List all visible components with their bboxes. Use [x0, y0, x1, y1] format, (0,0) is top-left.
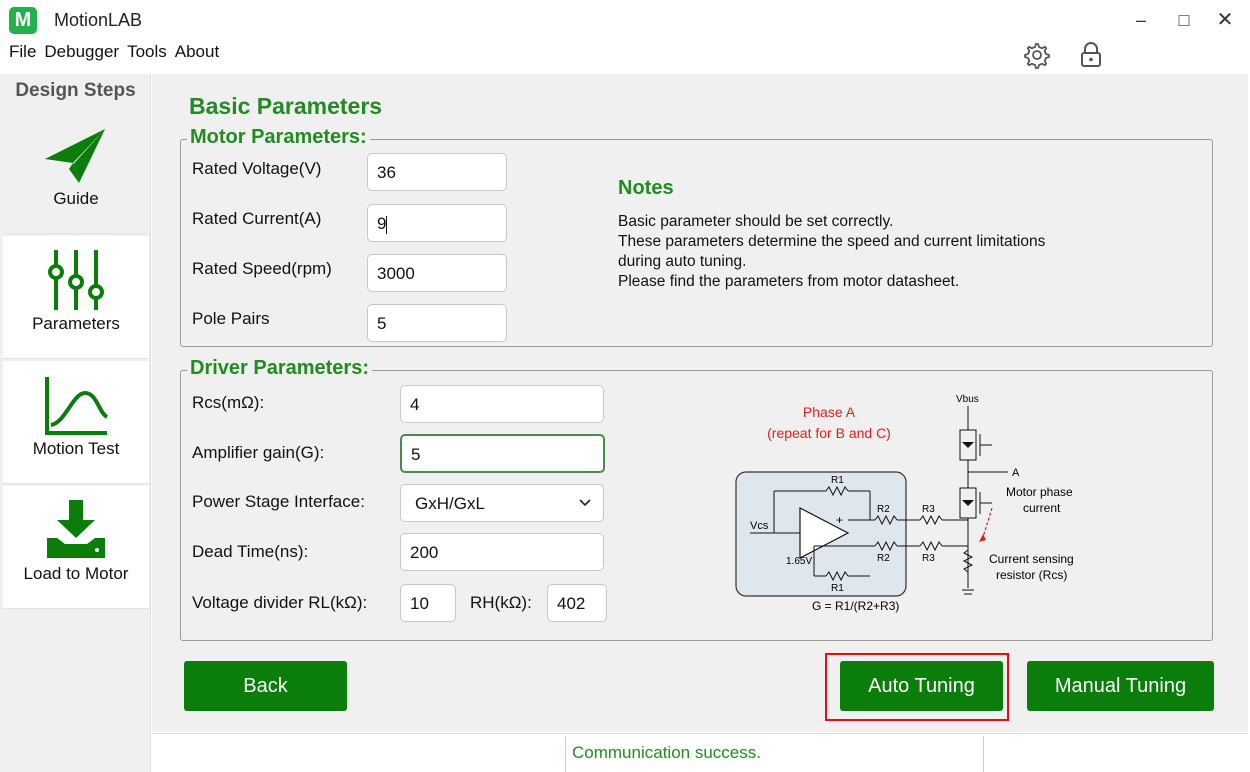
curve-chart-icon: [45, 377, 109, 435]
rated-voltage-label: Rated Voltage(V): [192, 159, 322, 178]
motor-parameters-legend: Motor Parameters:: [187, 126, 370, 149]
maximize-button[interactable]: □: [1178, 10, 1190, 30]
status-divider: [565, 736, 566, 772]
main-panel: [152, 74, 1248, 732]
rated-current-input[interactable]: 9: [367, 204, 507, 242]
status-bar: [152, 733, 1248, 772]
rated-current-label: Rated Current(A): [192, 209, 322, 228]
current-sense-circuit-diagram: Phase A (repeat for B and C) + − Vcs 1.6…: [735, 394, 1074, 613]
sidebar-item-label: Parameters: [32, 314, 120, 333]
rcs-input[interactable]: 4: [400, 385, 604, 423]
gear-icon[interactable]: [1021, 40, 1051, 70]
paper-plane-icon: [45, 129, 105, 183]
notes-title: Notes: [618, 177, 674, 199]
r1-label: R1: [831, 583, 844, 594]
pole-pairs-label: Pole Pairs: [192, 309, 270, 328]
driver-parameters-legend: Driver Parameters:: [187, 357, 372, 380]
pole-pairs-input[interactable]: 5: [367, 304, 507, 342]
text-caret: [386, 215, 388, 234]
r3-label: R3: [922, 553, 935, 564]
motor-parameters-group: [180, 139, 1213, 347]
amplifier-gain-input[interactable]: 5: [400, 434, 605, 473]
status-message: Communication success.: [572, 743, 761, 762]
dead-time-label: Dead Time(ns):: [192, 542, 309, 561]
rh-input[interactable]: 402: [547, 584, 607, 622]
v165-label: 1.65V: [786, 556, 812, 567]
r3-label: R3: [922, 504, 935, 515]
sidebar: Design Steps Guide Parameters: [0, 74, 151, 772]
dead-time-input[interactable]: 200: [400, 533, 604, 571]
menu-tools[interactable]: Tools: [127, 42, 167, 61]
voltage-divider-label: Voltage divider RL(kΩ):: [192, 593, 368, 612]
vbus-label: Vbus: [956, 394, 979, 405]
notes-line: Basic parameter should be set correctly.: [618, 213, 894, 230]
sliders-icon: [48, 250, 104, 310]
sidebar-item-motion-test[interactable]: Motion Test: [3, 361, 149, 484]
rh-label: RH(kΩ):: [470, 593, 532, 612]
gain-formula: G = R1/(R2+R3): [812, 599, 899, 613]
rated-current-value: 9: [377, 214, 387, 233]
sidebar-item-label: Motion Test: [32, 439, 120, 458]
download-icon: [47, 500, 105, 558]
status-divider: [983, 736, 984, 772]
sidebar-item-label: Load to Motor: [23, 564, 129, 583]
menu-bar: File Debugger Tools About: [0, 40, 223, 66]
sense-resistor-label-2: resistor (Rcs): [996, 568, 1067, 582]
driver-parameters-group: [180, 370, 1213, 641]
rated-voltage-input[interactable]: 36: [367, 153, 507, 191]
sidebar-item-load-to-motor[interactable]: Load to Motor: [3, 486, 149, 609]
rated-speed-input[interactable]: 3000: [367, 254, 507, 292]
phase-title: Phase A: [803, 404, 856, 420]
rcs-label: Rcs(mΩ):: [192, 393, 265, 412]
r1-label: R1: [831, 475, 844, 486]
app-title: MotionLAB: [54, 10, 143, 30]
motor-current-label-2: current: [1023, 501, 1061, 515]
manual-tuning-button[interactable]: Manual Tuning: [1027, 661, 1214, 711]
rl-input[interactable]: 10: [400, 584, 456, 622]
notes-line: These parameters determine the speed and…: [618, 233, 1046, 250]
menu-about[interactable]: About: [174, 42, 220, 61]
page-title: Basic Parameters: [189, 93, 383, 119]
menu-debugger[interactable]: Debugger: [44, 42, 120, 61]
motor-current-label: Motor phase: [1006, 485, 1073, 499]
auto-tuning-button[interactable]: Auto Tuning: [840, 661, 1003, 711]
phase-subtitle: (repeat for B and C): [767, 425, 891, 441]
power-stage-interface-label: Power Stage Interface:: [192, 492, 365, 511]
menu-file[interactable]: File: [9, 42, 37, 61]
minimize-button[interactable]: ‒: [1135, 10, 1146, 30]
chevron-down-icon: [579, 499, 591, 507]
sidebar-item-parameters[interactable]: Parameters: [3, 236, 149, 359]
node-a-label: A: [1012, 467, 1020, 479]
close-button[interactable]: ✕: [1216, 9, 1234, 31]
app-logo: M: [9, 7, 37, 34]
title-bar: M MotionLAB ‒ □ ✕: [0, 0, 1250, 38]
opamp-plus: +: [836, 513, 843, 527]
r2-label: R2: [877, 504, 890, 515]
sidebar-item-guide[interactable]: Guide: [3, 111, 149, 234]
rated-speed-label: Rated Speed(rpm): [192, 259, 332, 278]
notes-line: during auto tuning.: [618, 253, 747, 270]
power-stage-interface-select[interactable]: GxH/GxL: [400, 484, 604, 522]
back-button[interactable]: Back: [184, 661, 347, 711]
sidebar-item-label: Guide: [53, 189, 99, 208]
notes-line: Please find the parameters from motor da…: [618, 273, 960, 290]
lock-icon[interactable]: [1076, 40, 1106, 70]
highlight-box: [825, 653, 1009, 721]
amplifier-gain-label: Amplifier gain(G):: [192, 443, 325, 462]
sense-resistor-label: Current sensing: [989, 552, 1074, 566]
power-stage-interface-value: GxH/GxL: [415, 494, 485, 513]
r2-label: R2: [877, 553, 890, 564]
sidebar-header: Design Steps: [15, 80, 136, 101]
vcs-label: Vcs: [750, 520, 769, 532]
